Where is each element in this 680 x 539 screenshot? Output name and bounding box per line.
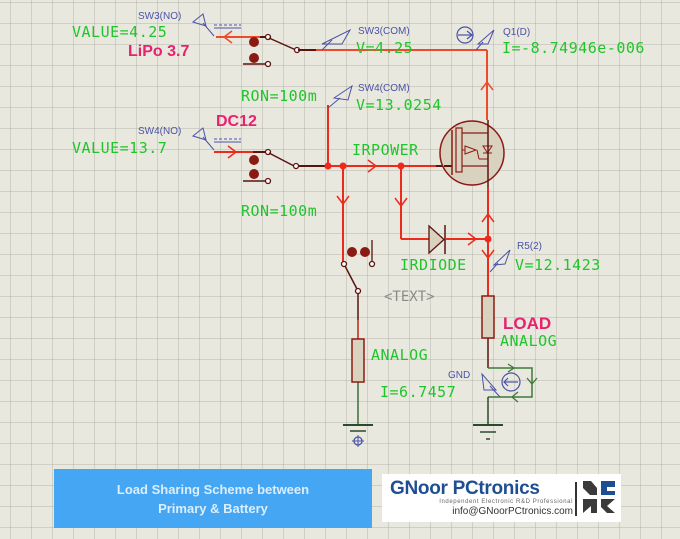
caption-line-2: Primary & Battery [158, 500, 268, 516]
analog-current: I=6.7457 [380, 383, 457, 401]
load-label: LOAD [503, 314, 552, 333]
caption-line-1: Load Sharing Scheme between [116, 481, 310, 497]
logo-tagline: Independent Electronic R&D Professional [439, 499, 573, 505]
sw3-no-value: VALUE=4.25 [72, 23, 168, 41]
gnd-probe-label: GND [448, 370, 471, 381]
probe-icon [327, 84, 353, 109]
diode[interactable] [428, 224, 446, 255]
sw4-switch[interactable] [214, 138, 300, 185]
irpower-label: IRPOWER [352, 141, 419, 159]
pushbutton-switch[interactable] [340, 240, 376, 295]
wire-sw3-com [298, 49, 494, 120]
logo-email: info@GNoorPCtronics.com [452, 506, 573, 517]
sw3-com-voltage: V=4.25 [356, 39, 414, 57]
analog-model-label: ANALOG [371, 346, 429, 364]
caption-banner: Load Sharing Scheme between Primary & Ba… [54, 469, 372, 528]
sw4-com-probe-label: SW4(COM) [358, 83, 410, 94]
logo-mark-icon [583, 481, 615, 513]
probe-icon [489, 249, 511, 273]
load-resistor[interactable] [481, 295, 495, 339]
logo-divider [575, 482, 577, 516]
sw3-com-probe-label: SW3(COM) [358, 26, 410, 37]
current-loop-indicator [481, 363, 538, 425]
ron-bottom-label: RON=100m [241, 202, 318, 220]
probe-icon [191, 13, 215, 37]
r5-probe-label: R5(2) [517, 241, 543, 252]
wire-analog-branch [336, 166, 350, 262]
wire-q1-source [481, 187, 495, 296]
wire-irpower [298, 105, 444, 173]
sw3-no-probe-label: SW3(NO) [138, 11, 182, 22]
probe-icon [321, 28, 352, 51]
sw3-switch[interactable] [214, 24, 301, 68]
wire-irdiode [394, 166, 488, 246]
crosshair-icon [352, 435, 364, 447]
dc12-supply-label: DC12 [216, 113, 257, 130]
sw4-no-probe-label: SW4(NO) [138, 126, 182, 137]
ron-top-label: RON=100m [241, 87, 318, 105]
analog-resistor[interactable] [351, 338, 365, 383]
load-model-label: ANALOG [500, 332, 558, 350]
r5-voltage: V=12.1423 [515, 256, 601, 274]
ground-icon [473, 424, 503, 440]
ground-icon [343, 424, 373, 432]
text-placeholder[interactable]: <TEXT> [384, 289, 435, 305]
q1-drain-current: I=-8.74946e-006 [502, 39, 645, 57]
probe-icon [191, 127, 215, 151]
q1-drain-probe-label: Q1(D) [503, 27, 531, 38]
logo-brand: GNoor PCtronics [390, 478, 540, 499]
lipo-battery-label: LiPo 3.7 [128, 43, 190, 60]
irdiode-label: IRDIODE [400, 256, 467, 274]
q1-mosfet[interactable] [439, 120, 505, 187]
gnoor-pctronics-logo: GNoor PCtronics Independent Electronic R… [382, 474, 621, 522]
sw4-com-voltage: V=13.0254 [356, 96, 442, 114]
current-probe-icon [456, 26, 495, 51]
sw4-no-value: VALUE=13.7 [72, 139, 168, 157]
